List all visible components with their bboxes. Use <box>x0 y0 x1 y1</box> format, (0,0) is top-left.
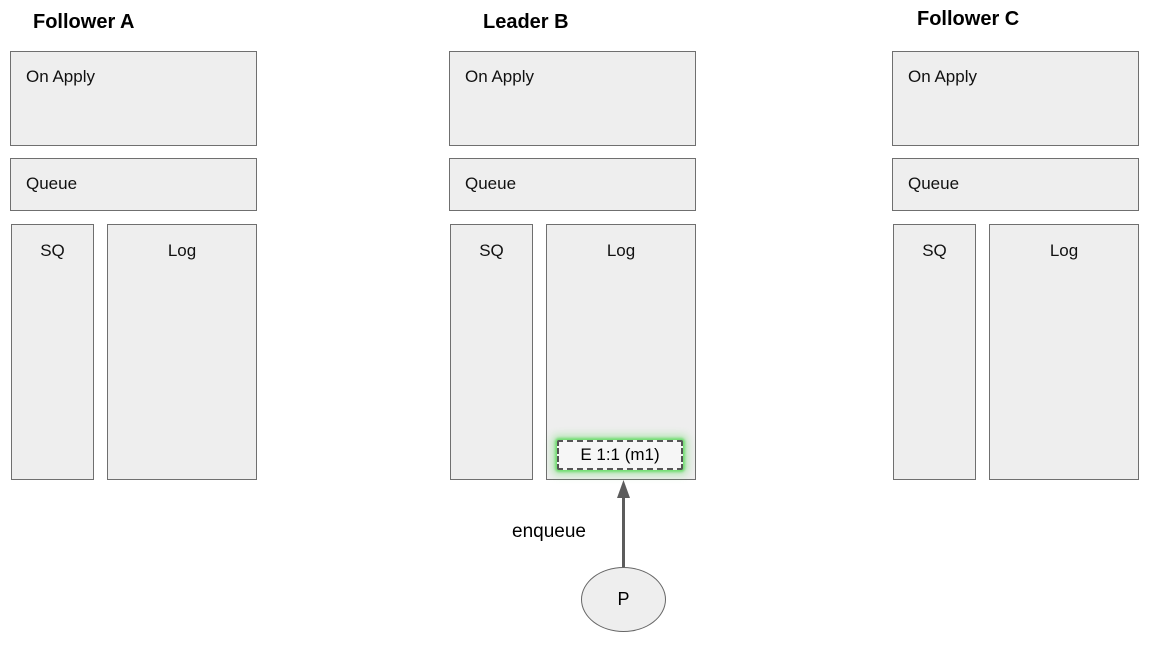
node-follower-a: Follower A On Apply Queue SQ Log <box>10 0 257 482</box>
producer-label: P <box>617 589 630 609</box>
on-apply-box: On Apply <box>449 51 696 146</box>
on-apply-label: On Apply <box>465 67 534 86</box>
sq-box: SQ <box>893 224 976 480</box>
sq-box: SQ <box>450 224 533 480</box>
queue-label: Queue <box>26 174 78 193</box>
node-title: Leader B <box>483 11 569 33</box>
sq-box: SQ <box>11 224 94 480</box>
node-title: Follower A <box>33 11 135 33</box>
on-apply-box: On Apply <box>10 51 257 146</box>
log-box: Log <box>107 224 257 480</box>
log-label: Log <box>606 241 636 260</box>
on-apply-label: On Apply <box>26 67 95 86</box>
queue-label: Queue <box>465 174 517 193</box>
log-box: Log <box>989 224 1139 480</box>
on-apply-box: On Apply <box>892 51 1139 146</box>
enqueue-arrow-icon <box>617 480 630 567</box>
log-box: Log E 1:1 (m1) <box>546 224 696 480</box>
queue-box: Queue <box>10 158 257 211</box>
log-label: Log <box>1049 241 1079 260</box>
queue-box: Queue <box>892 158 1139 211</box>
sq-label: SQ <box>922 241 947 260</box>
node-follower-c: Follower C On Apply Queue SQ Log <box>892 0 1139 482</box>
on-apply-label: On Apply <box>908 67 977 86</box>
queue-box: Queue <box>449 158 696 211</box>
enqueue-edge-label: enqueue <box>512 521 586 542</box>
queue-label: Queue <box>908 174 960 193</box>
node-title: Follower C <box>917 8 1020 30</box>
sq-label: SQ <box>479 241 504 260</box>
log-label: Log <box>167 241 197 260</box>
sq-label: SQ <box>40 241 65 260</box>
producer-ellipse: P <box>581 567 666 632</box>
log-entry-highlighted: E 1:1 (m1) <box>557 440 683 470</box>
node-leader-b: Leader B On Apply Queue SQ Log E 1:1 (m1… <box>449 0 696 482</box>
